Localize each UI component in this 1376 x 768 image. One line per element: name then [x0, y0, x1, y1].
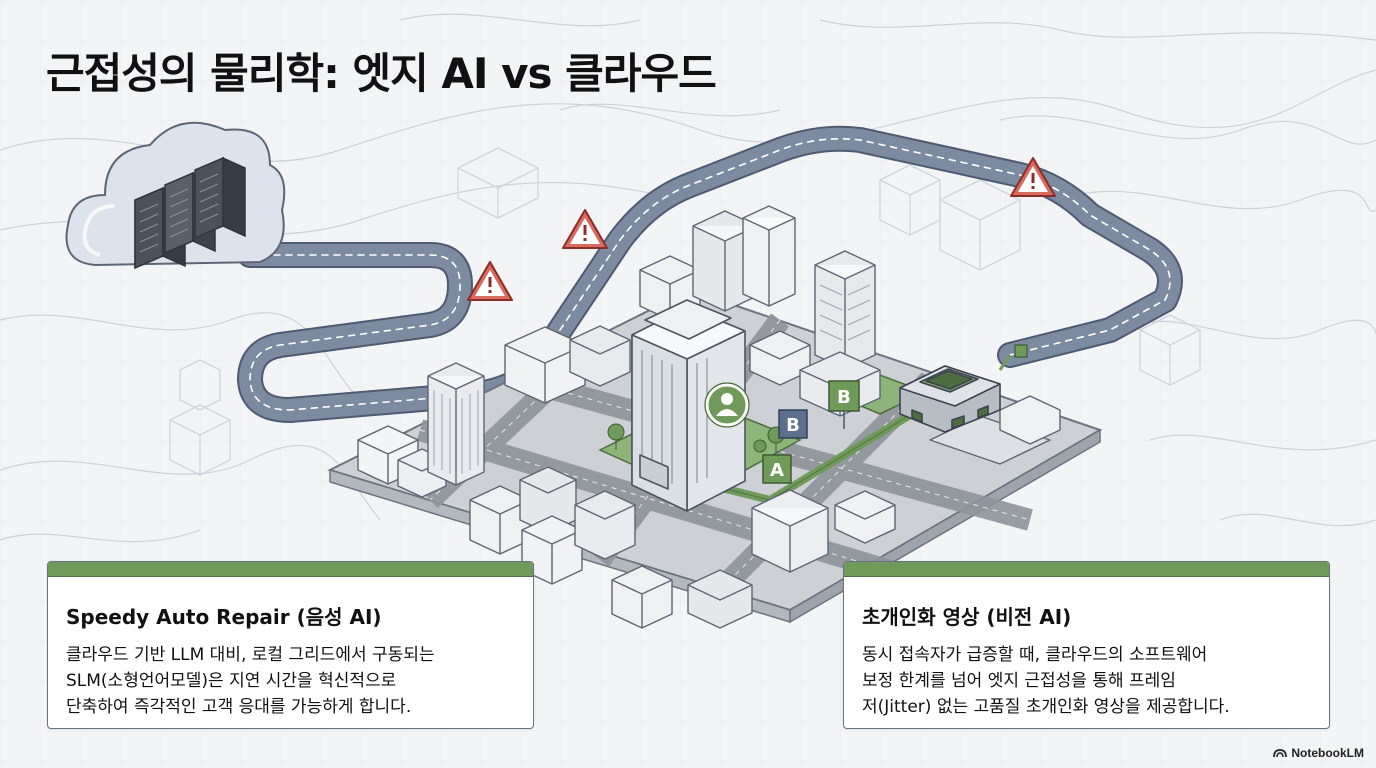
- brand-watermark: NotebookLM: [1273, 746, 1364, 760]
- svg-text:B: B: [837, 387, 851, 408]
- card-accent-bar: [844, 562, 1329, 577]
- svg-text:A: A: [770, 460, 784, 481]
- central-tower: [631, 299, 750, 512]
- cloud-server-icon: [65, 121, 286, 270]
- marker-b-green: B: [828, 380, 860, 429]
- info-card-vision-ai: 초개인화 영상 (비전 AI) 동시 접속자가 급증할 때, 클라우드의 소프트…: [843, 561, 1330, 729]
- tree-icon: [607, 423, 785, 453]
- notebooklm-logo-icon: [1273, 749, 1288, 758]
- page-title: 근접성의 물리학: 엣지 AI vs 클라우드: [46, 49, 717, 98]
- card-line: 저(Jitter) 없는 고품질 초개인화 영상을 제공합니다.: [862, 697, 1230, 717]
- brand-name: NotebookLM: [1291, 746, 1364, 760]
- card-line: 클라우드 기반 LLM 대비, 로컬 그리드에서 구동되는: [66, 645, 435, 665]
- warning-icon: [1010, 157, 1056, 197]
- warning-icon: [562, 209, 608, 249]
- info-card-voice-ai: Speedy Auto Repair (음성 AI) 클라우드 기반 LLM 대…: [47, 561, 534, 729]
- card-line: 동시 접속자가 급증할 때, 클라우드의 소프트웨어: [862, 645, 1208, 665]
- card-accent-bar: [48, 562, 533, 577]
- card-body: 동시 접속자가 급증할 때, 클라우드의 소프트웨어 보정 한계를 넘어 엣지 …: [862, 642, 1311, 720]
- card-line: 보정 한계를 넘어 엣지 근접성을 통해 프레임: [862, 671, 1176, 691]
- warning-icon: [467, 261, 513, 301]
- edge-signal-icon: [1014, 344, 1028, 358]
- card-title: Speedy Auto Repair (음성 AI): [66, 605, 382, 629]
- edge-node-icon: [899, 365, 1001, 433]
- card-line: SLM(소형언어모델)은 지연 시간을 혁신적으로: [66, 671, 397, 691]
- card-line: 단축하여 즉각적인 고객 응대를 가능하게 합니다.: [66, 697, 412, 717]
- svg-text:B: B: [786, 415, 800, 436]
- card-body: 클라우드 기반 LLM 대비, 로컬 그리드에서 구동되는 SLM(소형언어모델…: [66, 642, 515, 720]
- marker-a: A: [762, 454, 792, 484]
- background-buildings: [169, 147, 1201, 476]
- card-title: 초개인화 영상 (비전 AI): [862, 605, 1072, 629]
- marker-b-blue: B: [778, 409, 808, 439]
